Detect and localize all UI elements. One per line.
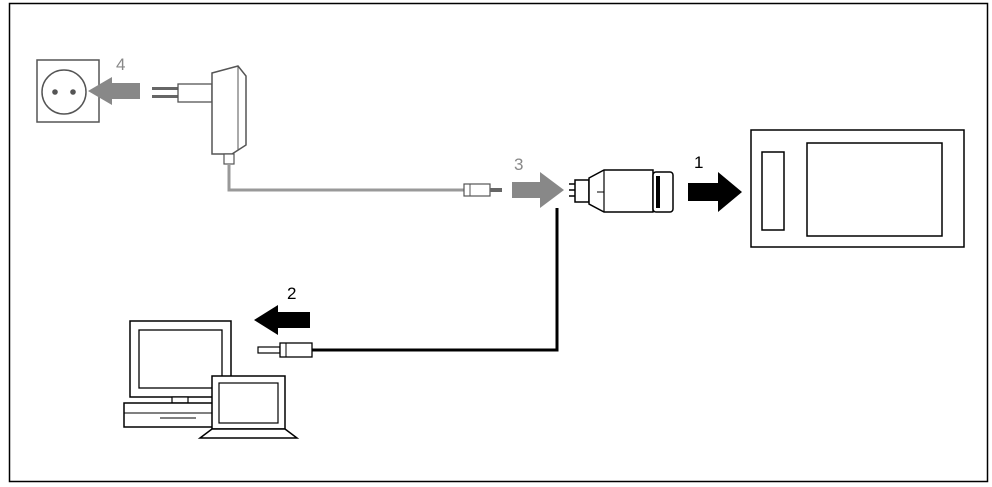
step-3-label: 3 (514, 155, 523, 174)
handheld-device-icon (750, 129, 965, 248)
step-2-arrow (254, 305, 310, 335)
step-2-label: 2 (287, 284, 296, 303)
power-plug-icon (463, 183, 502, 197)
desktop-computer-icon (123, 320, 232, 428)
step-3-arrow (512, 172, 564, 208)
wall-socket-icon (36, 59, 100, 123)
step-4-label: 4 (116, 55, 125, 74)
data-cable (310, 208, 559, 352)
step-4-arrow (88, 77, 140, 105)
step-1-label: 1 (694, 153, 703, 172)
power-cable (227, 164, 470, 192)
laptop-icon (197, 375, 300, 439)
usb-plug-icon (257, 342, 313, 358)
power-adapter-icon (152, 65, 247, 165)
step-1-arrow (688, 172, 742, 212)
cradle-connector-icon (569, 169, 674, 213)
